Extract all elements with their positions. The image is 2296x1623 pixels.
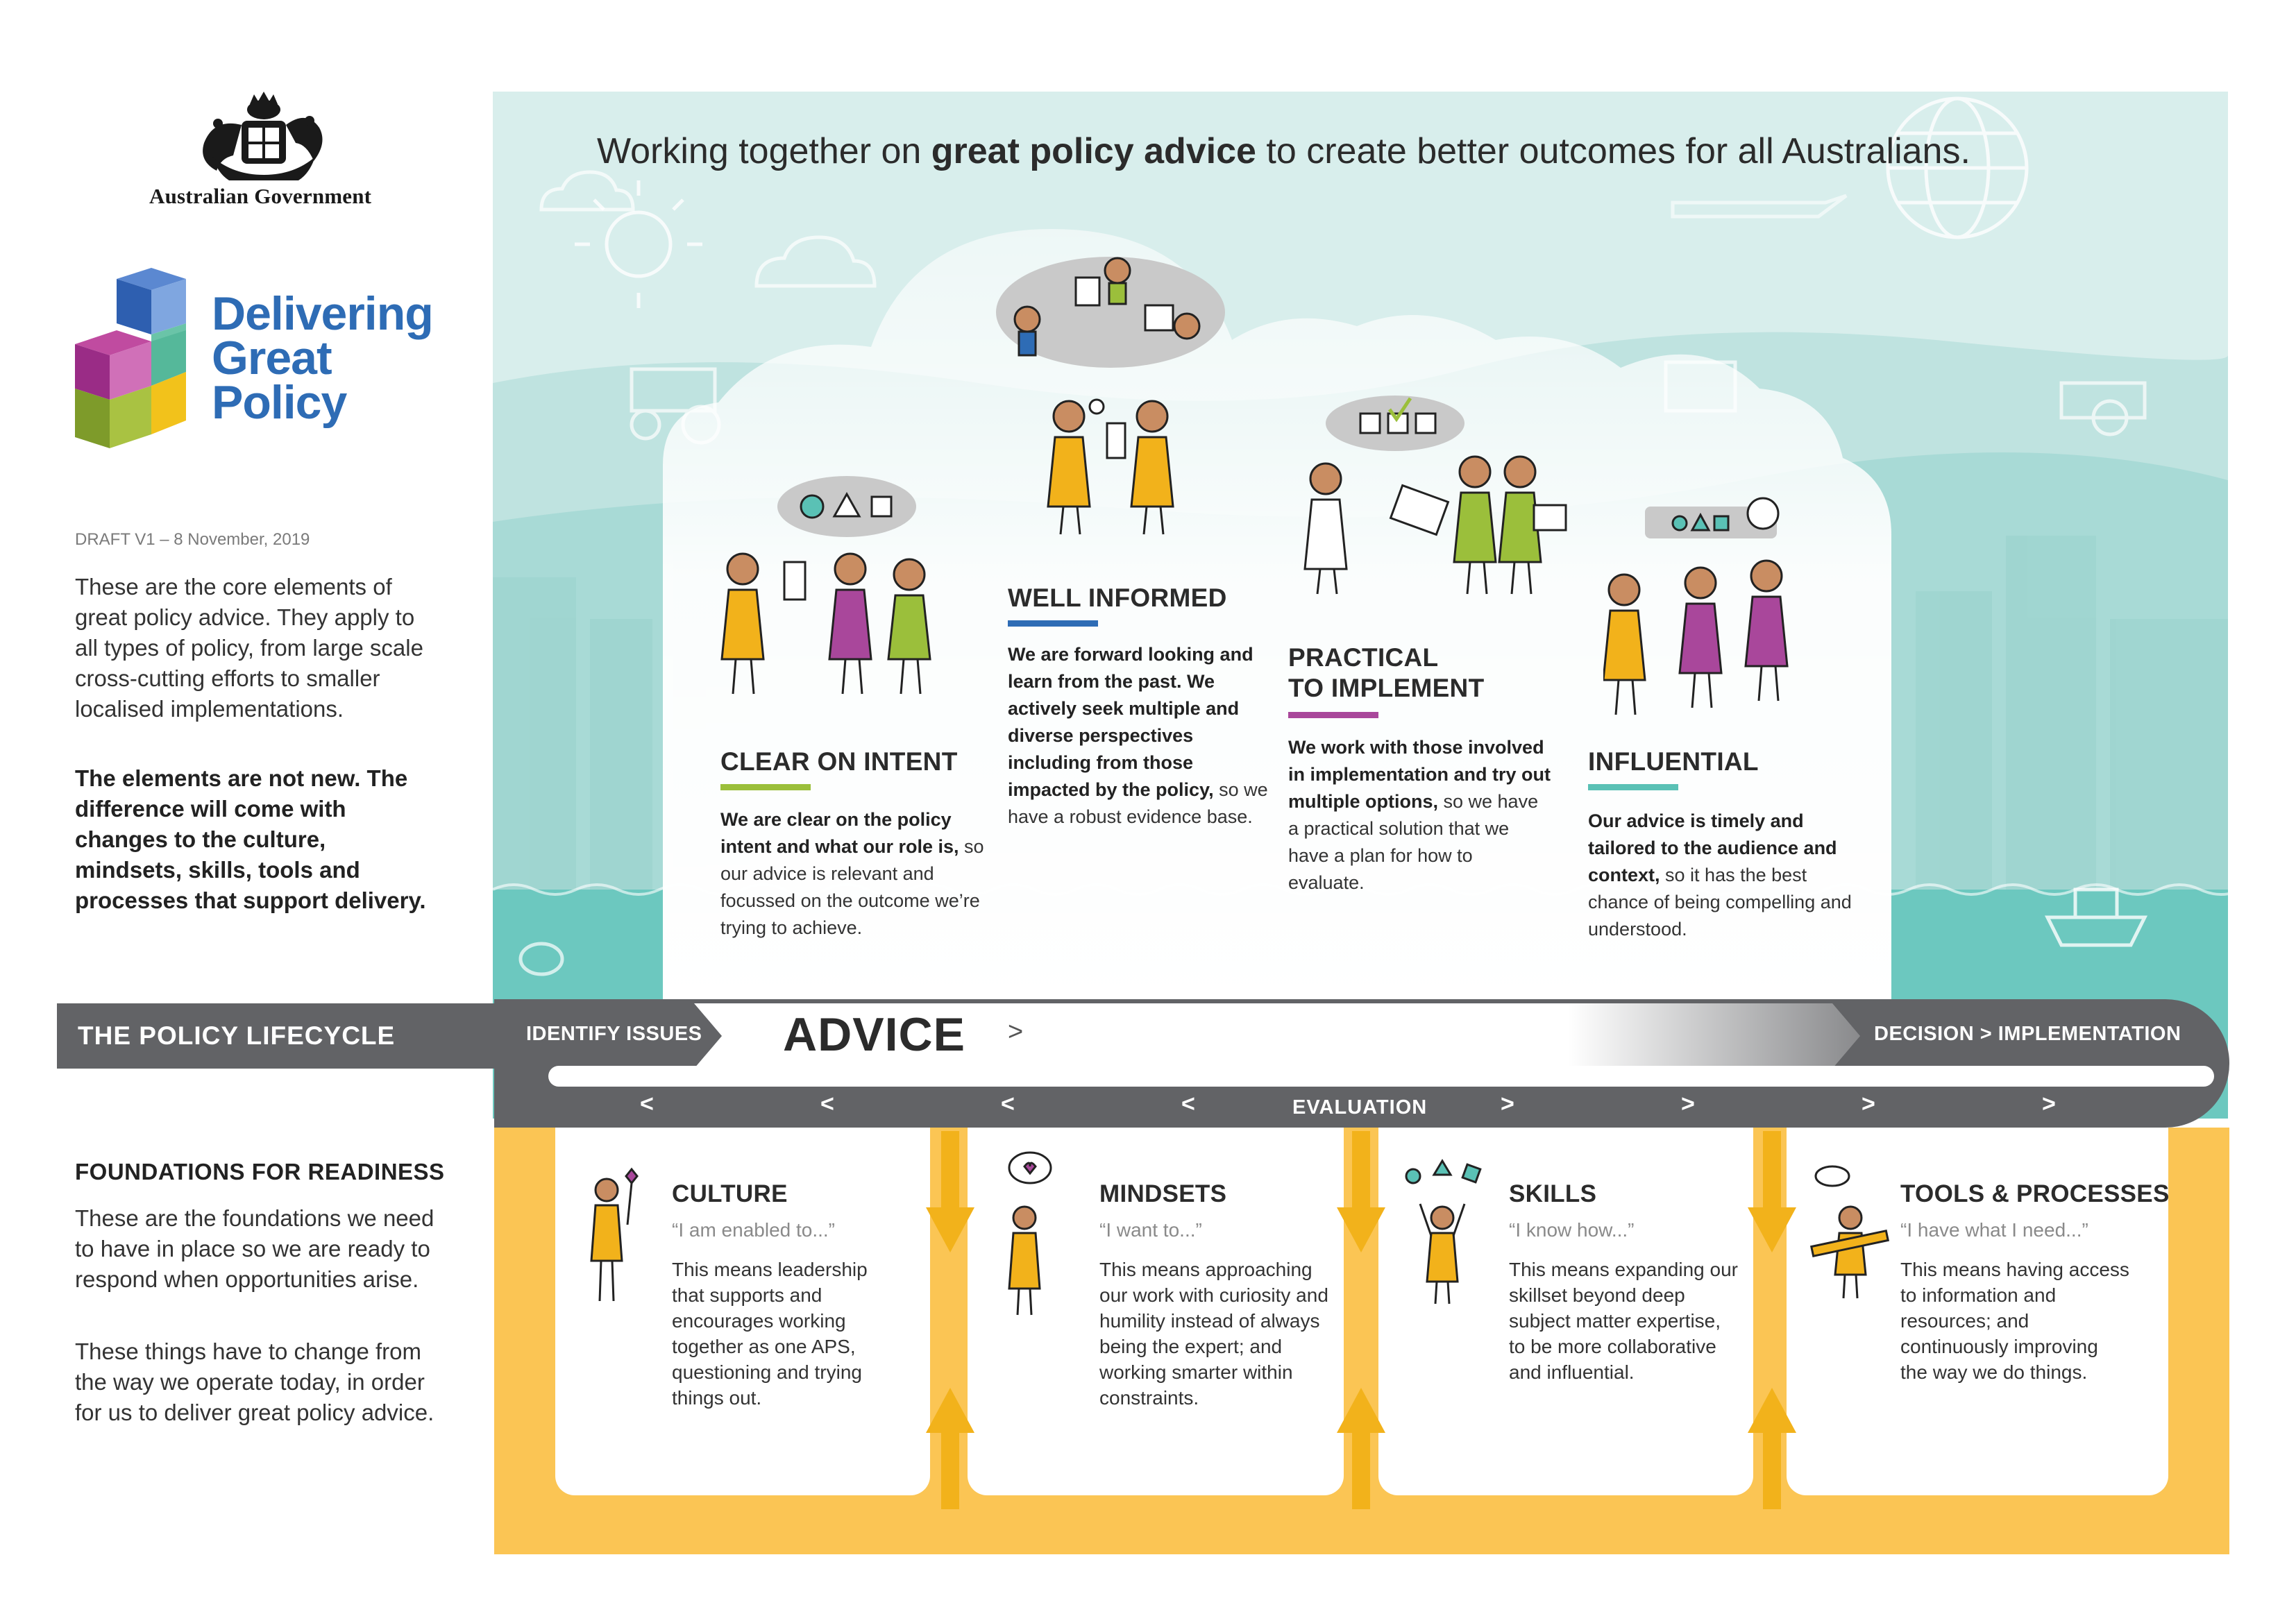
pillar-rest-text: so we have a practical solution that we … <box>1288 791 1539 893</box>
pillar-title-line-2: TO IMPLEMENT <box>1288 674 1485 702</box>
intro-text: These are the core elements of great pol… <box>75 574 423 722</box>
card-title: CULTURE <box>672 1180 788 1207</box>
chevron-right-icon: > <box>1008 1017 1024 1046</box>
coat-of-arms-icon <box>146 90 382 212</box>
pillar-description: We are forward looking and learn from th… <box>1008 641 1272 831</box>
card-quote: “I know how...” <box>1509 1219 1635 1241</box>
arrow-up-icon <box>1337 1388 1385 1509</box>
pillar-underline <box>1008 620 1098 627</box>
advice-arrow <box>694 1003 1860 1069</box>
skills-figure-icon <box>1405 1159 1482 1305</box>
pillar-rest-text: so we have a robust evidence base. <box>1008 779 1268 827</box>
foundations-paragraph-1: These are the foundations we need to hav… <box>75 1205 434 1292</box>
pillar-title: WELL INFORMED <box>1008 584 1227 612</box>
pillar-title: CLEAR ON INTENT <box>720 747 958 776</box>
pillar-underline <box>1288 712 1378 718</box>
arrow-down-icon <box>1748 1131 1796 1252</box>
lifecycle-label-box: THE POLICY LIFECYCLE <box>57 1003 515 1069</box>
headline-before: Working together on <box>597 131 931 171</box>
headline-bold: great policy advice <box>931 131 1256 171</box>
foundation-card-culture: CULTURE “I am enabled to...” This means … <box>555 1128 930 1495</box>
chevron-right-icon: > <box>1681 1091 1695 1117</box>
headline-after: to create better outcomes for all Austra… <box>1256 131 1970 171</box>
influential-illustration <box>1603 497 1789 715</box>
stage-advice: ADVICE <box>783 1008 965 1061</box>
stage-evaluation: EVALUATION <box>1292 1096 1428 1119</box>
pillar-bold-text: We are forward looking and learn from th… <box>1008 644 1253 800</box>
mindsets-figure-icon <box>1008 1151 1052 1316</box>
chevron-left-icon: < <box>1181 1091 1195 1117</box>
evaluation-chevrons: < < < < > > > > <box>541 1091 2207 1125</box>
pillar-underline <box>1588 784 1678 790</box>
card-quote: “I am enabled to...” <box>672 1219 836 1241</box>
card-title: MINDSETS <box>1099 1180 1227 1207</box>
intro-bold-text: The elements are not new. The difference… <box>75 765 426 913</box>
chevron-left-icon: < <box>1001 1091 1015 1117</box>
brand-wordmark: Delivering Great Policy <box>212 287 434 429</box>
well-informed-illustration <box>996 257 1225 535</box>
brand-line-1: Delivering <box>212 287 434 340</box>
card-quote: “I want to...” <box>1099 1219 1202 1241</box>
chevron-right-icon: > <box>1862 1091 1875 1117</box>
pillar-description: We work with those involved in implement… <box>1288 734 1552 897</box>
arrow-down-icon <box>1337 1131 1385 1252</box>
arrow-up-icon <box>926 1388 974 1509</box>
pillar-underline <box>720 784 811 790</box>
arrow-down-icon <box>926 1131 974 1252</box>
chevron-left-icon: < <box>640 1091 654 1117</box>
pillar-description: Our advice is timely and tailored to the… <box>1588 808 1852 943</box>
tools-figure-icon <box>1809 1165 1890 1299</box>
pillar-rest-text: so it has the best chance of being compe… <box>1588 865 1852 940</box>
headline: Working together on great policy advice … <box>597 130 1970 172</box>
foundations-paragraph-2: These things have to change from the way… <box>75 1339 434 1425</box>
card-text: This means having access to information … <box>1900 1259 2129 1383</box>
foundations-title: FOUNDATIONS FOR READINESS <box>75 1159 445 1184</box>
foundation-card-skills: SKILLS “I know how...” This means expand… <box>1378 1128 1753 1495</box>
arrow-up-icon <box>1748 1388 1796 1509</box>
pillar-bold-text: We work with those involved in implement… <box>1288 737 1551 812</box>
pillar-title-line-1: PRACTICAL <box>1288 643 1439 672</box>
chevron-right-icon: > <box>2042 1091 2056 1117</box>
card-text: This means expanding our skillset beyond… <box>1509 1259 1738 1383</box>
lifecycle-track <box>548 1066 2214 1087</box>
stage-identify-issues: IDENTIFY ISSUES <box>526 1023 702 1045</box>
chevron-left-icon: < <box>820 1091 834 1117</box>
lifecycle-label: THE POLICY LIFECYCLE <box>78 1021 396 1050</box>
brand-cubes-icon <box>75 268 207 476</box>
card-title: TOOLS & PROCESSES <box>1900 1180 2170 1207</box>
pillar-rest-text: so our advice is relevant and focussed o… <box>720 836 984 938</box>
draft-label: DRAFT V1 – 8 November, 2019 <box>75 530 310 549</box>
pillar-title: INFLUENTIAL <box>1588 747 1759 776</box>
card-text: This means leadership that supports and … <box>672 1259 868 1409</box>
practical-illustration <box>1303 396 1567 595</box>
chevron-right-icon: > <box>1501 1091 1514 1117</box>
government-name: Australian Government <box>149 184 372 208</box>
brand-line-2: Great <box>212 332 332 384</box>
foundation-card-tools-processes: TOOLS & PROCESSES “I have what I need...… <box>1787 1128 2170 1495</box>
pillar-description: We are clear on the policy intent and wh… <box>720 806 984 942</box>
foundation-card-mindsets: MINDSETS “I want to...” This means appro… <box>968 1128 1344 1495</box>
pillar-bold-text: Our advice is timely and tailored to the… <box>1588 810 1837 885</box>
stage-decision-implementation: DECISION > IMPLEMENTATION <box>1874 1023 2181 1045</box>
clear-on-intent-illustration <box>720 476 931 695</box>
brand-line-3: Policy <box>212 376 347 429</box>
pillar-bold-text: We are clear on the policy intent and wh… <box>720 809 959 857</box>
card-title: SKILLS <box>1509 1180 1597 1207</box>
advice-cloud <box>663 229 1891 999</box>
card-text: This means approaching our work with cur… <box>1099 1259 1328 1409</box>
culture-figure-icon <box>590 1167 639 1302</box>
card-quote: “I have what I need...” <box>1900 1219 2088 1241</box>
